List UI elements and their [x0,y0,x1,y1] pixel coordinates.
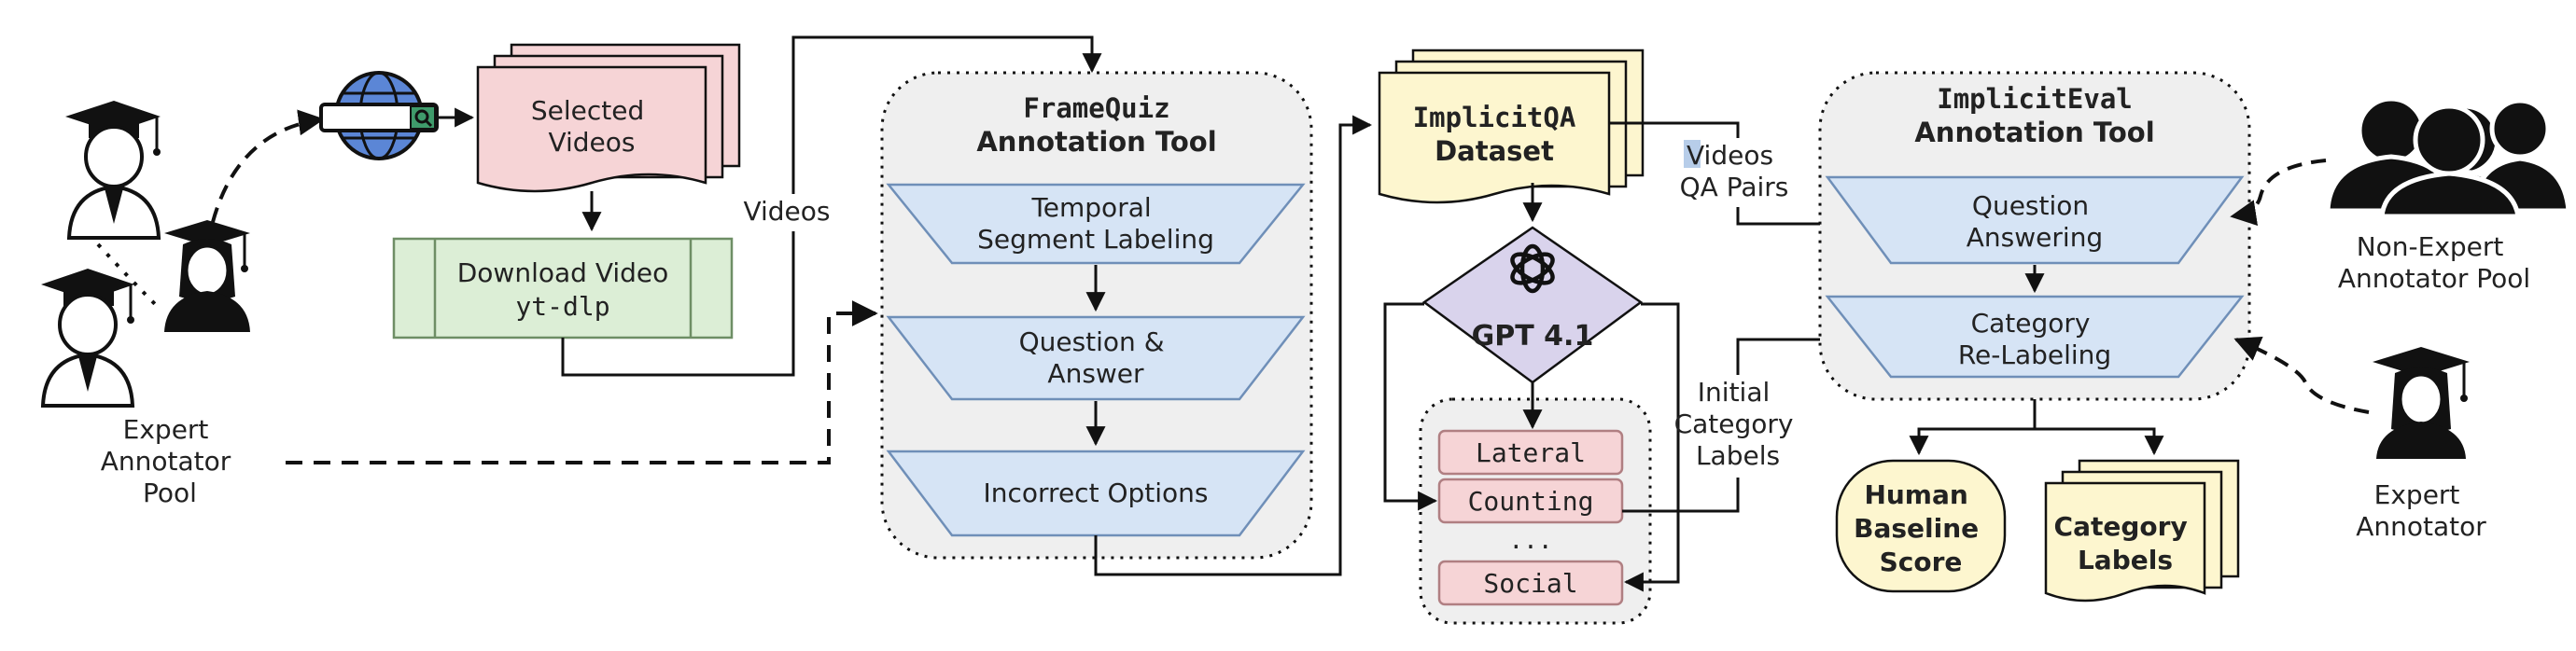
arrow-to-category-labels [2035,427,2164,456]
openai-logo-icon [1510,243,1555,294]
lateral-label: Lateral [1476,437,1586,468]
social-label: Social [1483,568,1577,599]
category-relabeling-label: Category Re-Labeling [1958,308,2111,370]
question-answer-step [886,315,1306,401]
arrow-gpt-to-counting [1383,302,1438,511]
expert-graduate-icon-3 [164,220,250,332]
videos-label-bg [728,194,846,231]
expert-pool-label: Expert Annotator Pool [101,414,239,508]
videos-edge-label: Videos [743,196,830,227]
dashed-arrow-expert-to-eval [2233,336,2370,414]
human-baseline-score-label: Human Baseline Score [1854,479,1988,577]
gpt-label: GPT 4.1 [1472,320,1594,353]
selected-videos-doc [476,43,741,193]
non-expert-label: Non-Expert Annotator Pool [2338,231,2530,294]
initial-labels-bg [1687,375,1788,478]
expert-annotator-icon [2373,347,2470,459]
counting-label: Counting [1468,486,1594,517]
temporal-segment-label: Temporal Segment Labeling [977,192,1214,255]
arrow-framequiz-to-implicitqa [1094,115,1373,576]
implicit-eval-subtitle: Annotation Tool [1914,117,2154,148]
expert-annotator-label: Expert Annotator [2356,479,2486,542]
non-expert-group-icon [2325,96,2571,219]
question-answer-label: Question & Answer [1019,326,1173,389]
yt-dlp-label: yt-dlp [515,291,609,322]
dotted-group-connector [96,242,161,310]
arrow-gpt-to-social [1623,302,1680,592]
videos-qa-label: Videos QA Pairs [1680,140,1789,202]
selected-videos-label: Selected Videos [531,95,652,158]
human-baseline-score-box [1835,459,2007,593]
expert-graduate-icon-1 [65,101,161,240]
implicitqa-subtitle: Dataset [1435,135,1554,167]
dashed-arrow-pool-to-framequiz [286,300,878,464]
dashed-arrow-to-search [211,109,325,223]
framequiz-subtitle: Annotation Tool [976,126,1216,158]
implicitqa-title: ImplicitQA [1413,102,1576,133]
counting-chip [1437,478,1624,524]
arrow-to-human-baseline [1909,399,2037,456]
implicitqa-dataset-doc [1378,48,1645,204]
incorrect-options-step [886,450,1306,537]
initial-category-labels-label: Initial Category Labels [1674,377,1802,471]
category-ellipsis: ... [1509,527,1553,555]
category-labels-output-doc [2044,459,2240,603]
category-relabeling-step [1825,295,2245,379]
download-video-label: Download Video [457,257,669,288]
gpt-diamond [1421,226,1644,384]
question-answering-label: Question Answering [1967,190,2103,253]
text-cursor-highlight [1684,140,1701,168]
category-labels-output-label: Category Labels [2054,511,2197,575]
dashed-arrow-nonexpert-to-eval [2230,159,2327,226]
incorrect-options-label: Incorrect Options [984,478,1209,508]
question-answering-step [1825,175,2245,265]
framequiz-title: FrameQuiz [1023,92,1169,124]
social-chip [1437,560,1624,606]
expert-graduate-icon-2 [40,269,135,408]
temporal-segment-step [886,183,1306,265]
implicit-eval-title: ImplicitEval [1937,83,2133,115]
download-video-box [392,237,734,339]
globe-search-icon [319,71,439,160]
lateral-chip [1437,429,1624,476]
